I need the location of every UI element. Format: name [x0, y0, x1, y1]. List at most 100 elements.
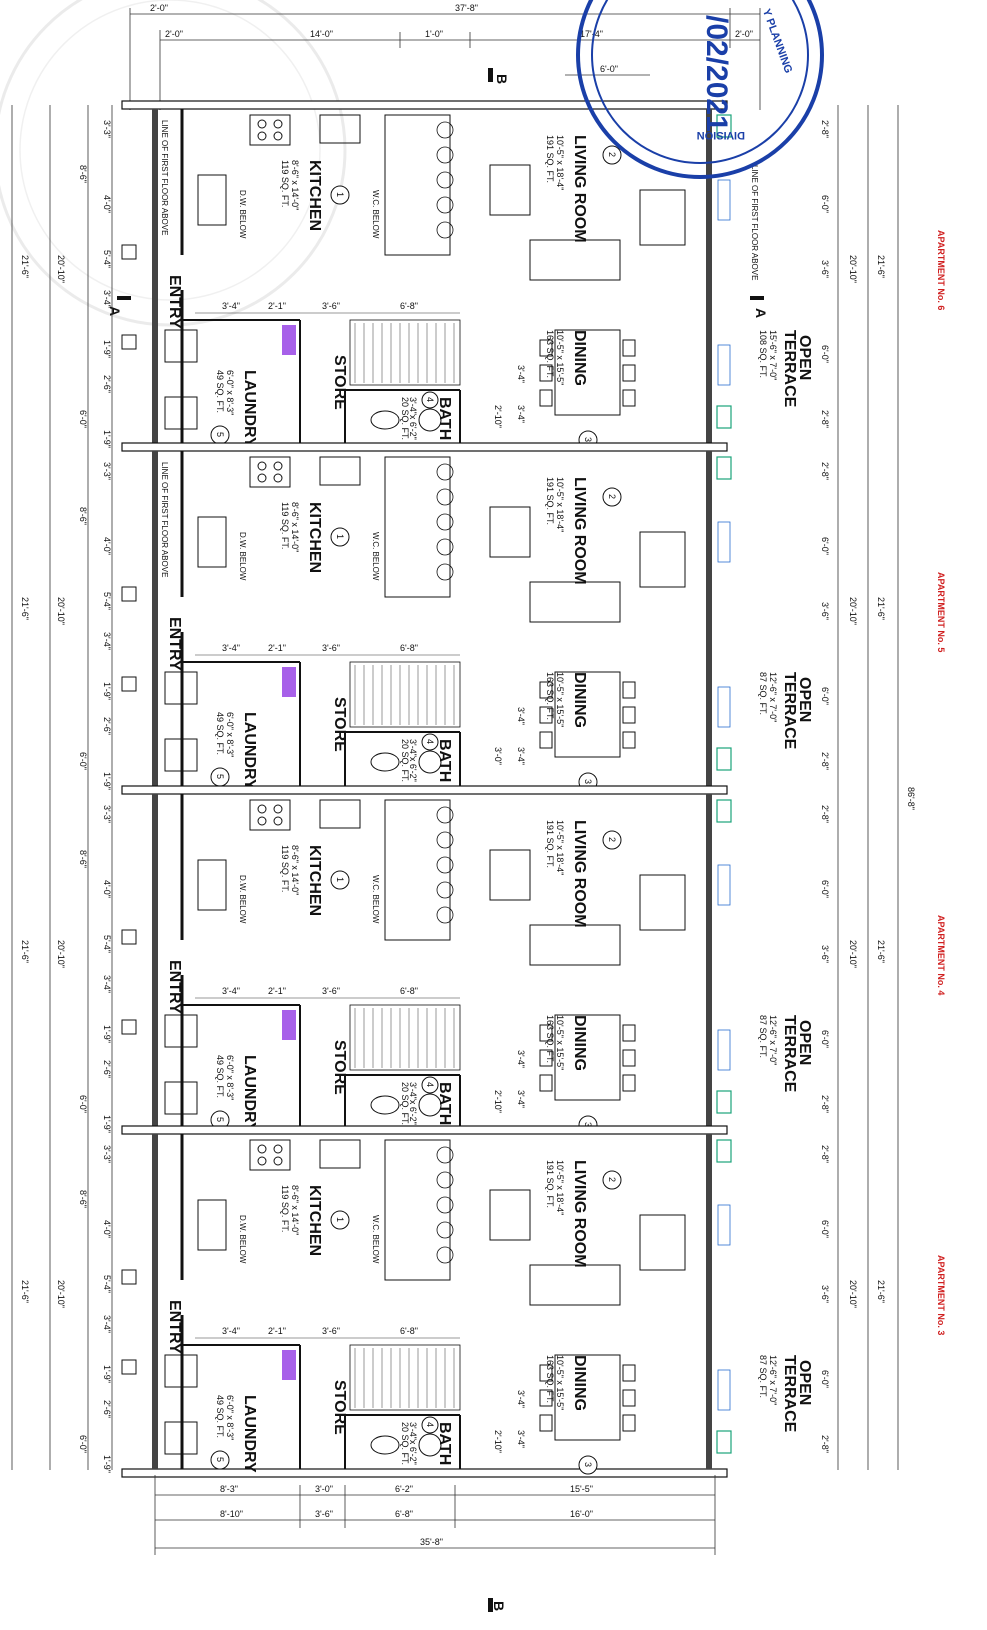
dim-inner-right: 20'-10"	[848, 597, 858, 625]
entry-step	[121, 244, 137, 260]
dim-right: 6'-0"	[820, 1370, 830, 1388]
dining-num: 3	[583, 437, 593, 442]
living-tag	[602, 487, 622, 507]
living-tag	[602, 145, 622, 165]
stamp-line1: Y PLANNING	[760, 7, 794, 75]
dim-bath-2: 2'-10"	[493, 405, 503, 428]
dim-right: 3'-6"	[820, 945, 830, 963]
dim-inner-left: 20'-10"	[56, 1280, 66, 1308]
laundry-num: 5	[215, 774, 225, 779]
dim-left: 5'-4"	[102, 1275, 112, 1293]
dim-bath-3: 3'-4"	[516, 1090, 526, 1108]
living-name: LIVING ROOM	[571, 820, 588, 928]
bar-stool-icon	[436, 221, 454, 239]
toilet-icon	[418, 408, 442, 432]
store-name: STORE	[331, 1040, 348, 1095]
kitchen-num: 1	[335, 877, 345, 882]
store-shelf	[282, 325, 296, 355]
living-name: LIVING ROOM	[571, 477, 588, 585]
laundry-name: LAUNDRY	[241, 1055, 258, 1133]
dining-table-icon	[554, 1014, 621, 1101]
dim-mid: 6'-8"	[400, 1326, 418, 1336]
entry-step	[121, 334, 137, 350]
bath-name: BATH	[436, 397, 453, 440]
burner-icon	[273, 119, 283, 129]
dim-mid: 3'-4"	[222, 643, 240, 653]
bar-stool-icon	[436, 1146, 454, 1164]
dim-total-height: 86'-8"	[906, 787, 916, 810]
dining-chair-icon	[622, 364, 636, 382]
exterior-wall-right	[706, 1134, 712, 1469]
bath-num: 4	[425, 397, 435, 402]
lounge-chair-icon	[639, 874, 686, 931]
bar-stool-icon	[436, 488, 454, 506]
burner-icon	[257, 804, 267, 814]
stamp-line2: DIVISION	[697, 129, 745, 141]
burner-icon	[273, 131, 283, 141]
dining-chair-icon	[539, 1364, 553, 1382]
dim-mid: 3'-6"	[322, 1326, 340, 1336]
entry-name: ENTRY	[166, 960, 183, 1014]
bar-stool-icon	[436, 1171, 454, 1189]
note-first-floor-left: LINE OF FIRST FLOOR ABOVE	[160, 462, 169, 577]
burner-icon	[257, 1144, 267, 1154]
bar-stool-icon	[436, 1221, 454, 1239]
store-shelf	[282, 1350, 296, 1380]
terrace-name1: OPEN	[796, 1360, 813, 1405]
dim-outer-right: 21'-6"	[876, 597, 886, 620]
dim-bath-2: 2'-10"	[493, 1090, 503, 1113]
door-tag	[717, 179, 731, 221]
dim-left: 8'-6"	[78, 507, 88, 525]
toilet-icon	[418, 750, 442, 774]
laundry-area: 49 SQ. FT.	[215, 370, 225, 413]
living-name: LIVING ROOM	[571, 1160, 588, 1268]
dining-chair-icon	[539, 1049, 553, 1067]
bar-stool-icon	[436, 196, 454, 214]
burner-icon	[257, 816, 267, 826]
toilet-icon	[418, 1093, 442, 1117]
dim-right: 6'-0"	[820, 537, 830, 555]
kitchen-tag	[330, 527, 350, 547]
dining-chair-icon	[622, 1024, 636, 1042]
dim-bath-2: 3'-0"	[493, 747, 503, 765]
bar-stool-icon	[436, 463, 454, 481]
bath-area: 20 SQ. FT.	[400, 739, 410, 782]
sofa-icon	[529, 924, 621, 966]
living-area: 191 SQ. FT.	[545, 1160, 555, 1208]
kitchen-island	[384, 456, 451, 598]
dim-outer-left: 21'-6"	[20, 255, 30, 278]
dining-num: 3	[583, 1462, 593, 1467]
bath-size: 3'-4"x 6'-2"	[408, 397, 418, 440]
living-size: 10'-5" x 18'-4"	[555, 477, 565, 532]
entry-step	[121, 929, 137, 945]
sofa-icon	[529, 1264, 621, 1306]
dim-left: 3'-3"	[102, 805, 112, 823]
dim-left: 3'-3"	[102, 1145, 112, 1163]
dining-chair-icon	[539, 1074, 553, 1092]
entry-step	[121, 1359, 137, 1375]
burner-icon	[257, 461, 267, 471]
living-num: 2	[607, 494, 617, 499]
sink-icon	[319, 799, 361, 829]
window-tag	[716, 1139, 732, 1163]
kitchen-size: 8'-6" x 14'-0"	[290, 502, 300, 552]
store-shelf	[282, 667, 296, 697]
window-tag	[716, 114, 732, 138]
window-tag	[716, 405, 732, 429]
dim-inner-right: 20'-10"	[848, 940, 858, 968]
kitchen-area: 119 SQ. FT.	[280, 160, 290, 207]
kitchen-size: 8'-6" x 14'-0"	[290, 1185, 300, 1235]
laundry-area: 49 SQ. FT.	[215, 712, 225, 755]
kitchen-area: 119 SQ. FT.	[280, 1185, 290, 1232]
dim-left: 8'-6"	[78, 1190, 88, 1208]
bath-tag	[421, 391, 439, 409]
dining-size: 10'-5" x 15'-5"	[555, 1355, 565, 1410]
bar-stool-icon	[436, 831, 454, 849]
burner-icon	[273, 473, 283, 483]
dim-left: 2'-6"	[102, 375, 112, 393]
bar-stool-icon	[436, 906, 454, 924]
